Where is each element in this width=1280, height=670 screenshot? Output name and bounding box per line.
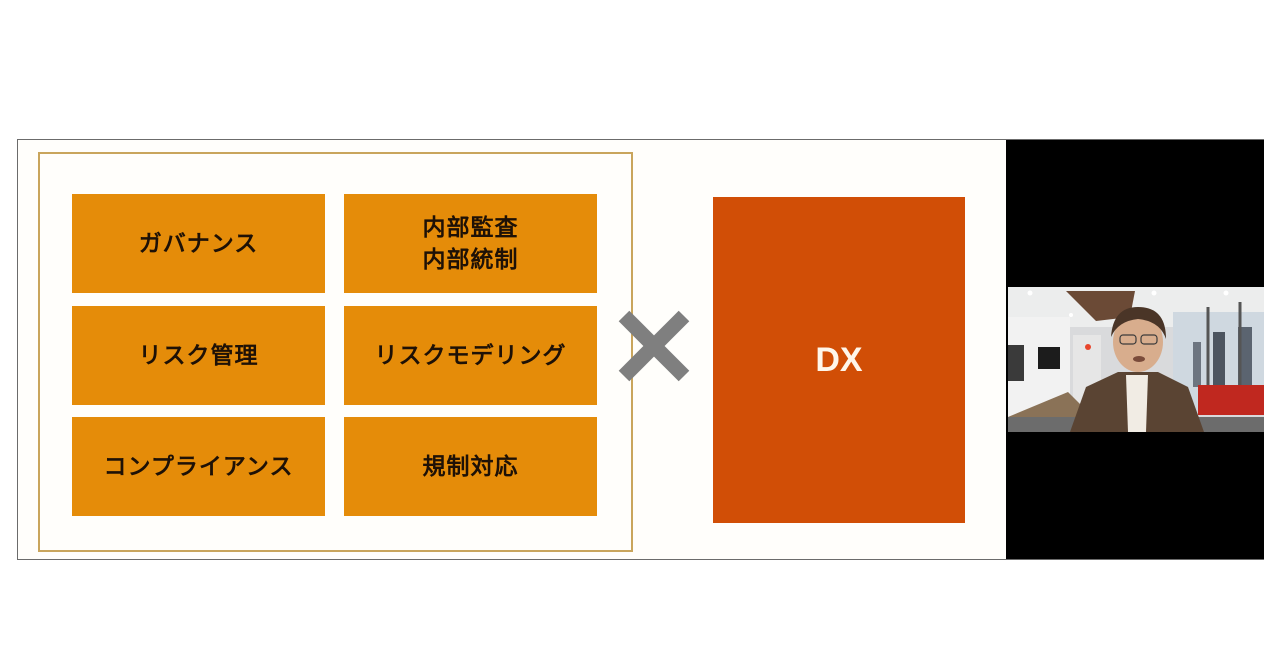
tile-governance: ガバナンス <box>72 194 325 293</box>
speaker-video[interactable] <box>1008 287 1264 432</box>
tile-regulatory-response: 規制対応 <box>344 417 597 516</box>
screen-share-frame: ガバナンス 内部監査 内部統制 リスク管理 リスクモデリング コンプライアンス … <box>17 139 1264 560</box>
tile-internal-audit-control: 内部監査 内部統制 <box>344 194 597 293</box>
domain-group-box <box>38 152 633 552</box>
dx-box: DX <box>713 197 965 523</box>
tile-risk-modeling: リスクモデリング <box>344 306 597 405</box>
speaker-video-image <box>1008 287 1264 432</box>
times-icon <box>618 310 690 382</box>
presentation-slide: ガバナンス 内部監査 内部統制 リスク管理 リスクモデリング コンプライアンス … <box>18 140 1006 559</box>
tile-compliance: コンプライアンス <box>72 417 325 516</box>
video-panel <box>1006 140 1264 559</box>
tile-risk-management: リスク管理 <box>72 306 325 405</box>
